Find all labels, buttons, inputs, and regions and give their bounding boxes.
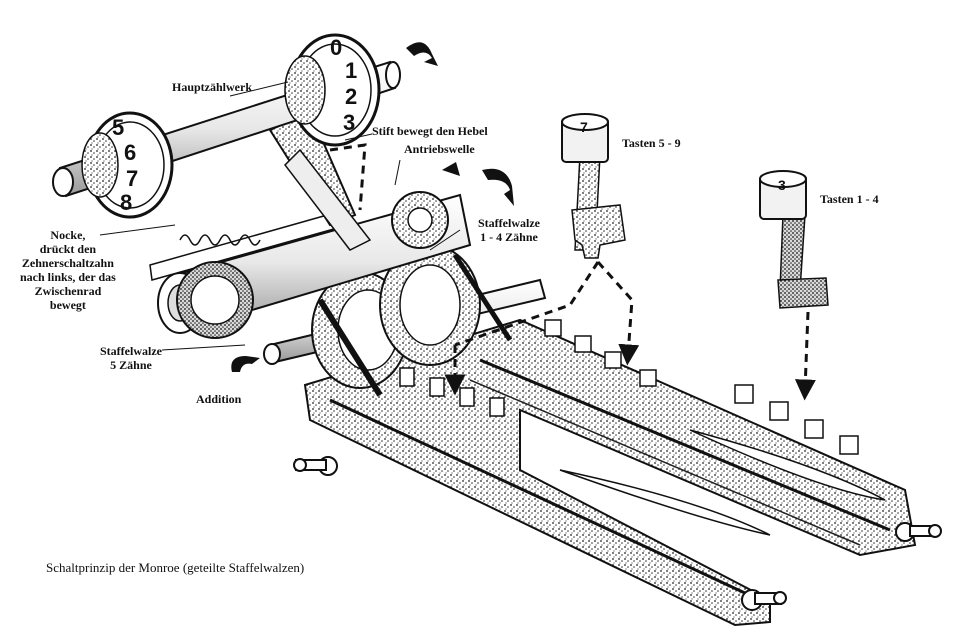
counter-digits-right: 0 1 2 3 bbox=[330, 35, 357, 135]
dashed-connectors bbox=[329, 143, 816, 401]
label-line: 1 - 4 Zähne bbox=[480, 230, 538, 244]
counter-digit: 5 bbox=[112, 115, 124, 140]
counter-digits-left: 5 6 7 8 bbox=[112, 115, 138, 215]
label-nocke: Nocke, drückt den Zehnerschaltzahn nach … bbox=[20, 228, 116, 312]
counter-digit: 1 bbox=[345, 58, 357, 83]
label-line: Nocke, bbox=[50, 228, 86, 242]
label-line: Staffelwalze bbox=[478, 216, 540, 230]
label-antriebswelle: Antriebswelle bbox=[404, 142, 475, 156]
label-staffelwalze-5: Staffelwalze 5 Zähne bbox=[100, 344, 162, 372]
zwischenrad-gear bbox=[176, 261, 254, 339]
label-line: 5 Zähne bbox=[110, 358, 152, 372]
spring-coil bbox=[179, 234, 261, 246]
rail-teeth-left bbox=[399, 367, 505, 417]
counter-digit: 7 bbox=[126, 166, 138, 191]
label-addition: Addition bbox=[196, 392, 242, 406]
key-digit: 3 bbox=[778, 177, 786, 193]
key-digit: 7 bbox=[580, 119, 588, 135]
label-tasten-1-4: Tasten 1 - 4 bbox=[820, 192, 879, 206]
label-line: bewegt bbox=[49, 298, 86, 312]
end-pins bbox=[293, 456, 942, 611]
rail-teeth-right bbox=[734, 384, 859, 455]
counter-digit: 8 bbox=[120, 190, 132, 215]
counter-wheel-left bbox=[81, 111, 174, 219]
staffelwalze-1-4-drum bbox=[379, 244, 513, 366]
rail-teeth-middle bbox=[544, 319, 657, 387]
label-tasten-5-9: Tasten 5 - 9 bbox=[622, 136, 681, 150]
label-line: drückt den bbox=[39, 242, 97, 256]
key-1-4: 3 bbox=[759, 170, 829, 309]
label-line: Staffelwalze bbox=[100, 344, 162, 358]
label-line: Zehnerschaltzahn bbox=[21, 256, 114, 270]
label-line: nach links, der das bbox=[20, 270, 116, 284]
counter-digit: 0 bbox=[330, 35, 342, 60]
zehnerschalt-gear bbox=[391, 191, 449, 249]
counter-digit: 2 bbox=[345, 84, 357, 109]
label-hauptzaehlwerk: Hauptzählwerk bbox=[172, 80, 253, 94]
leader-lines bbox=[99, 81, 461, 351]
key-5-9: 7 bbox=[561, 113, 626, 259]
caption: Schaltprinzip der Monroe (geteilte Staff… bbox=[46, 560, 305, 575]
label-line: Zwischenrad bbox=[34, 284, 102, 298]
rail-frame bbox=[303, 318, 917, 627]
label-staffelwalze-1-4: Staffelwalze 1 - 4 Zähne bbox=[478, 216, 540, 244]
counter-digit: 6 bbox=[124, 140, 136, 165]
counter-digit: 3 bbox=[343, 110, 355, 135]
counter-wheel-right bbox=[284, 33, 381, 147]
label-stift: Stift bewegt den Hebel bbox=[372, 124, 488, 138]
rotation-arrows bbox=[231, 42, 514, 372]
